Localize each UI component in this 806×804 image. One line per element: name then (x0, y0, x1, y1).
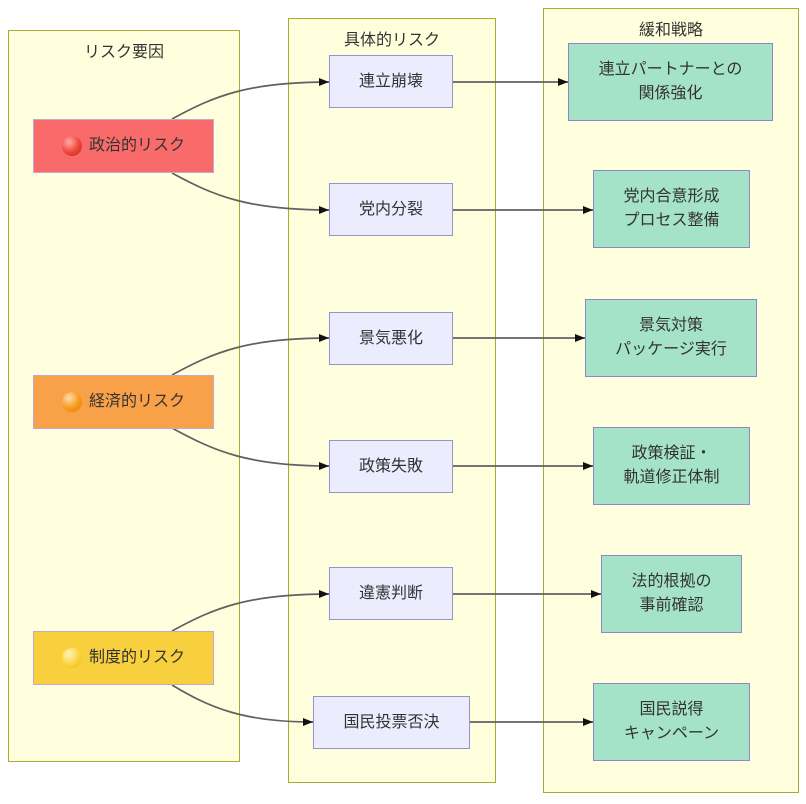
node-strengthen-coalition-relations: 連立パートナーとの 関係強化 (568, 43, 773, 121)
edge-economic-to-downturn (171, 334, 330, 376)
node-unconstitutional-ruling: 違憲判断 (329, 567, 453, 620)
column-mitigation-strategies: 緩和戦略 (543, 8, 799, 793)
node-referendum-rejection: 国民投票否決 (313, 696, 470, 749)
node-economic-downturn: 景気悪化 (329, 312, 453, 365)
red-circle-icon (61, 136, 82, 156)
edge-institutional-to-unconstitutional (171, 590, 330, 632)
edge-institutional-to-referendum-rejection (171, 684, 314, 726)
edge-economic-to-policy-failure (171, 427, 330, 470)
node-policy-review-correction: 政策検証・ 軌道修正体制 (593, 427, 750, 505)
node-legal-basis-confirmation: 法的根拠の 事前確認 (601, 555, 742, 633)
node-political-risk: 政治的リスク (33, 119, 214, 173)
node-public-persuasion-campaign: 国民説得 キャンペーン (593, 683, 750, 761)
column-title-mitigation-strategies: 緩和戦略 (638, 22, 703, 39)
node-economic-stimulus-package: 景気対策 パッケージ実行 (585, 299, 757, 377)
node-party-consensus-process: 党内合意形成 プロセス整備 (593, 170, 750, 248)
node-economic-risk-label: 経済的リスク (88, 393, 185, 410)
node-policy-failure: 政策失敗 (329, 440, 453, 493)
node-political-risk-label: 政治的リスク (88, 137, 185, 154)
node-coalition-collapse: 連立崩壊 (329, 55, 453, 108)
yellow-circle-icon (61, 648, 82, 668)
node-economic-risk: 経済的リスク (33, 375, 214, 429)
orange-circle-icon (61, 392, 82, 412)
column-title-specific-risks: 具体的リスク (343, 32, 440, 49)
node-institutional-risk-label: 制度的リスク (88, 649, 185, 666)
column-title-risk-factors: リスク要因 (83, 44, 164, 61)
node-institutional-risk: 制度的リスク (33, 631, 214, 685)
edge-political-to-coalition-collapse (171, 78, 330, 120)
node-party-split: 党内分裂 (329, 183, 453, 236)
edge-political-to-party-split (171, 172, 330, 214)
column-specific-risks: 具体的リスク (288, 18, 496, 783)
